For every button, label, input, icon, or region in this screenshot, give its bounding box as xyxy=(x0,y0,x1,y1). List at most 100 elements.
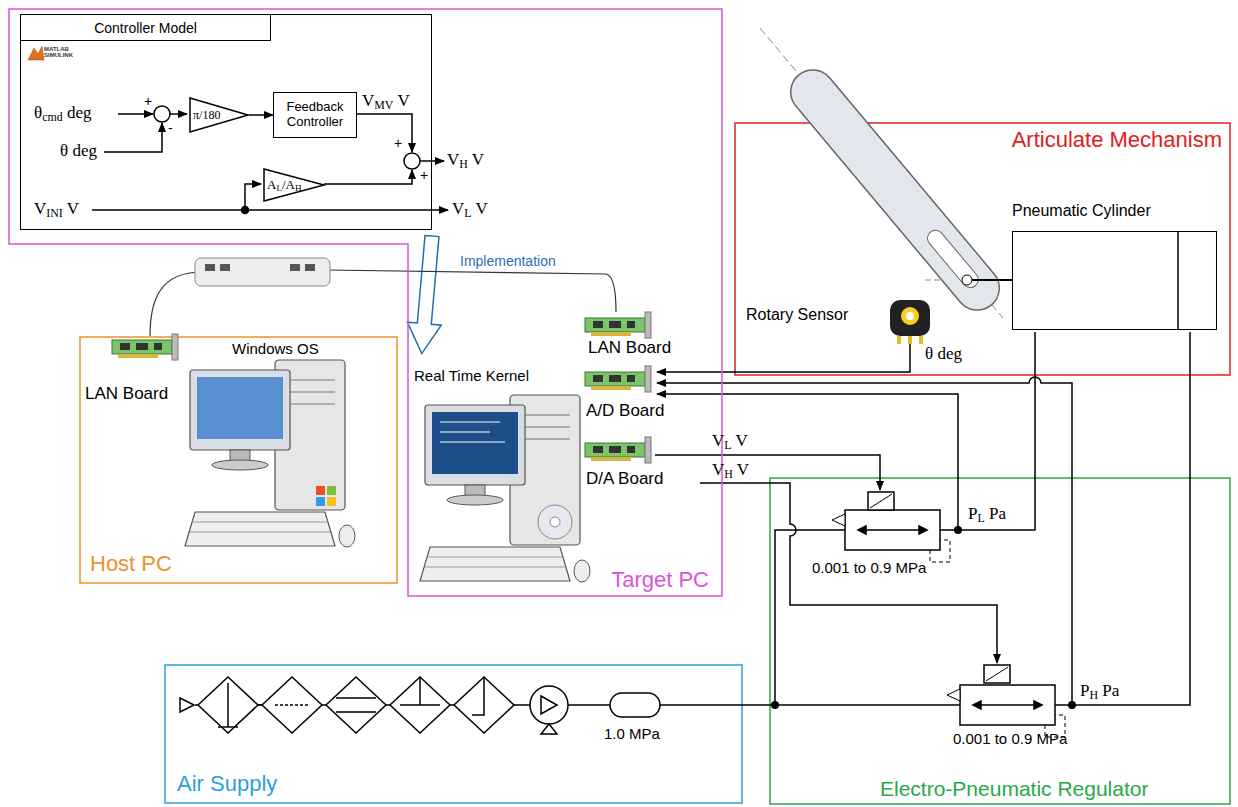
articulate-arm xyxy=(962,275,972,285)
label: 0.001 to 0.9 MPa xyxy=(812,560,926,577)
regulator-symbol xyxy=(845,510,940,550)
regulator-symbol xyxy=(973,701,1042,709)
regulator-symbol xyxy=(984,665,1010,683)
air-pipe xyxy=(1055,332,1190,705)
target-computer xyxy=(420,395,590,582)
label: PL Pa xyxy=(968,505,1006,524)
mechanism-region: Articulate MechanismPneumatic Cylinder xyxy=(735,123,1230,375)
rotary-sensor xyxy=(890,300,930,336)
outline xyxy=(190,98,248,132)
node-text: Pneumatic Cylinder xyxy=(1012,202,1151,220)
junction-dot xyxy=(954,526,962,534)
controller-box: Feedback Controller xyxy=(273,92,357,138)
label: MATLAB SIMULINK xyxy=(44,46,84,58)
air-supply-symbols xyxy=(472,677,484,715)
regulator-symbol xyxy=(832,492,1065,737)
air-supply-symbols xyxy=(530,686,568,724)
block-wiring xyxy=(242,207,249,214)
block-wiring xyxy=(404,153,420,169)
regulator-symbol xyxy=(986,667,1008,681)
host-computer xyxy=(185,360,355,547)
label: Rotary Sensor xyxy=(746,306,848,324)
label: LAN Board xyxy=(588,339,671,358)
label: A/D Board xyxy=(586,402,664,421)
label: LAN Board xyxy=(85,385,168,404)
articulate-arm xyxy=(760,28,1178,330)
network-hub xyxy=(150,272,202,336)
block-wiring xyxy=(324,170,412,184)
signal-wire xyxy=(655,455,880,490)
network-hub xyxy=(150,258,616,336)
target-computer xyxy=(432,412,518,474)
host-computer xyxy=(327,497,336,506)
interface-card xyxy=(112,334,178,360)
pneumatic-cylinder: Pneumatic Cylinder xyxy=(1012,200,1217,332)
block-wiring xyxy=(104,123,162,152)
articulate-arm xyxy=(1177,231,1179,330)
regulator-symbol xyxy=(947,689,960,701)
regulator-symbol xyxy=(858,529,927,531)
air-supply-symbols xyxy=(419,677,421,705)
target-computer xyxy=(420,395,590,582)
block-wiring xyxy=(154,106,170,122)
node-text: AL/AH xyxy=(267,168,302,202)
label: + xyxy=(420,168,428,183)
label: θ deg xyxy=(925,345,962,364)
regulator-symbol xyxy=(960,685,1055,725)
junction-dot xyxy=(1068,701,1076,709)
regulator-region: Electro-Pneumatic Regulator xyxy=(770,478,1230,804)
block-wiring xyxy=(356,114,412,152)
interface-card xyxy=(585,366,651,392)
implementation-arrow xyxy=(405,235,449,356)
label: VH V xyxy=(447,151,484,170)
junction-dot xyxy=(771,701,779,709)
rotary-sensor xyxy=(890,300,930,344)
host-computer xyxy=(316,497,325,506)
interface-card xyxy=(585,437,651,463)
air-pipe xyxy=(660,704,960,706)
junction-dot xyxy=(771,526,1076,709)
target-computer xyxy=(538,505,572,539)
node-text: Articulate Mechanism xyxy=(1012,127,1222,153)
interface-card xyxy=(585,312,651,338)
label: VINI V xyxy=(34,200,79,219)
host-computer xyxy=(197,377,283,439)
target-computer xyxy=(440,432,490,433)
regulator-symbol xyxy=(973,704,1042,706)
network-hub xyxy=(328,270,616,312)
regulator-symbol xyxy=(870,494,892,508)
node-text: Electro-Pneumatic Regulator xyxy=(880,777,1148,801)
air-supply-symbols xyxy=(610,693,660,717)
air-supply-symbols xyxy=(180,698,194,712)
air-pipe xyxy=(775,530,845,705)
air-supply-symbols xyxy=(227,683,229,727)
label: 1.0 MPa xyxy=(604,726,660,743)
rotary-sensor xyxy=(908,336,912,344)
region-outline xyxy=(770,478,1230,804)
target-computer xyxy=(550,517,560,527)
outline xyxy=(264,169,324,201)
label: VL V xyxy=(712,432,748,451)
label: + xyxy=(144,94,152,109)
region-outline xyxy=(80,123,1230,804)
label: θcmd deg xyxy=(34,104,91,123)
network-hub xyxy=(220,264,230,271)
host-computer xyxy=(185,360,355,547)
label: PH Pa xyxy=(1080,682,1119,701)
region-outline xyxy=(735,123,1230,375)
node-text: Host PC xyxy=(90,551,172,577)
node-text: Feedback Controller xyxy=(274,93,356,137)
air-pipe xyxy=(195,332,1190,705)
label: - xyxy=(168,121,173,136)
block-wiring xyxy=(170,113,187,115)
label: Windows OS xyxy=(232,341,319,358)
host-region: Host PC xyxy=(80,337,397,583)
cylinder-body xyxy=(1012,231,1217,330)
network-hub xyxy=(195,258,330,286)
block-wiring xyxy=(92,106,448,214)
signal-wire xyxy=(657,344,910,372)
air-supply-symbols xyxy=(258,704,262,706)
air-supply-symbols xyxy=(454,677,514,733)
articulate-arm xyxy=(924,227,981,291)
